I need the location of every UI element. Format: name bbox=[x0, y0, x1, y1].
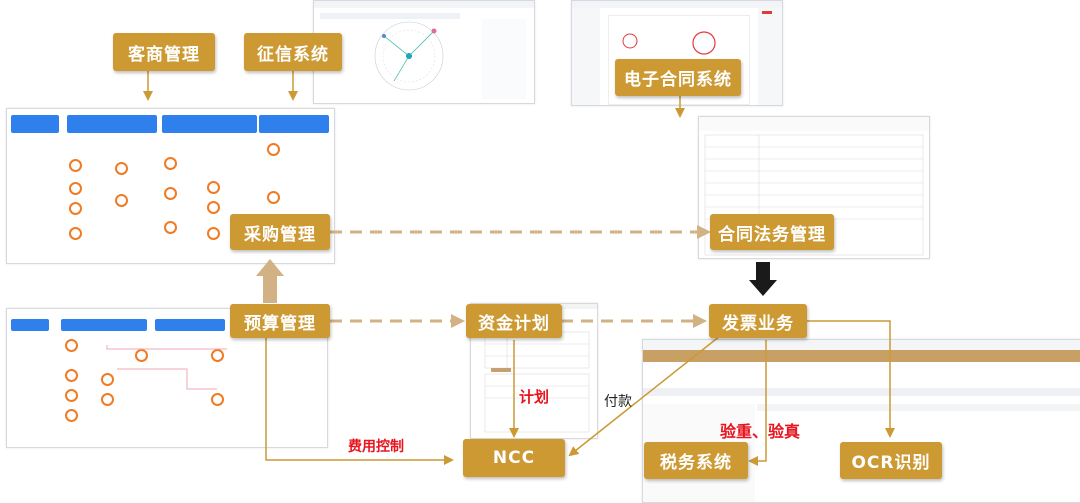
node-credit: 征信系统 bbox=[244, 33, 342, 71]
node-econtract: 电子合同系统 bbox=[615, 59, 741, 96]
label-verify: 验重、验真 bbox=[720, 422, 801, 441]
node-tax: 税务系统 bbox=[644, 442, 748, 479]
arrow-invoice-to-tax bbox=[748, 340, 767, 466]
node-contract-legal: 合同法务管理 bbox=[710, 214, 834, 250]
arrow-budget-to-ncc bbox=[265, 336, 454, 465]
node-merchant: 客商管理 bbox=[113, 33, 215, 71]
node-fund-plan: 资金计划 bbox=[466, 304, 562, 338]
node-ncc: NCC bbox=[463, 439, 565, 477]
tax-system-screenshot bbox=[642, 339, 1080, 503]
credit-graph-screenshot bbox=[313, 0, 535, 104]
label-plan: 计划 bbox=[519, 388, 550, 406]
label-payment: 付款 bbox=[604, 394, 632, 410]
label-expense-control: 费用控制 bbox=[348, 439, 404, 455]
node-purchase: 采购管理 bbox=[230, 214, 330, 250]
arrow-contract-to-invoice bbox=[749, 262, 777, 296]
node-invoice: 发票业务 bbox=[709, 304, 807, 338]
arrow-invoice-to-ncc bbox=[568, 335, 721, 457]
node-budget: 预算管理 bbox=[230, 304, 330, 338]
arrow-budget-to-purchase bbox=[256, 259, 284, 303]
arrow-invoice-to-ocr bbox=[800, 320, 895, 438]
node-ocr: OCR识别 bbox=[840, 442, 942, 479]
